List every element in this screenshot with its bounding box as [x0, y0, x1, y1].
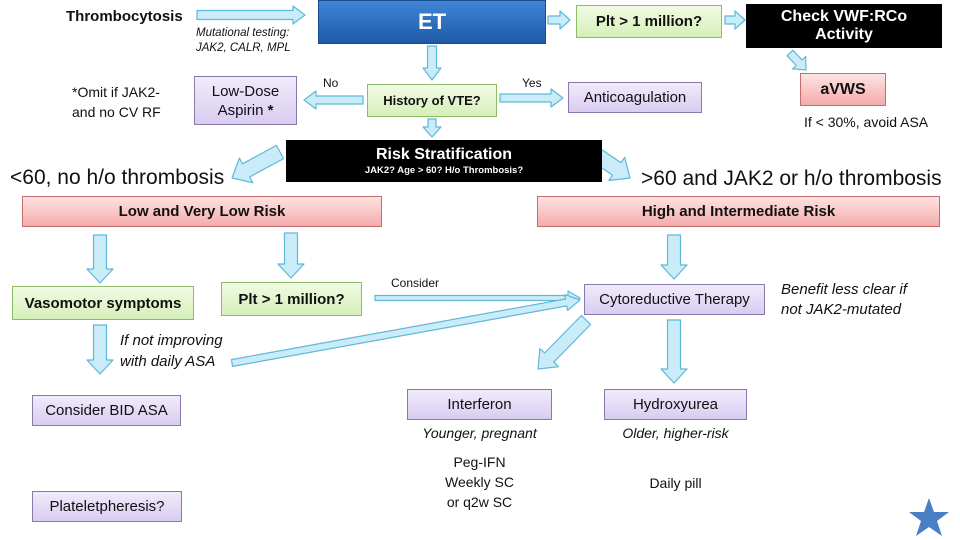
star-icon — [909, 498, 949, 536]
et-box: ET — [318, 0, 546, 44]
interferon-note: Younger, pregnant — [422, 425, 537, 441]
low-risk-box: Low and Very Low Risk — [22, 196, 382, 227]
risk-title: Risk Stratification — [375, 146, 513, 163]
avws-note: If < 30%, avoid ASA — [804, 114, 929, 130]
aspirin-star: * — [267, 101, 274, 119]
arrow-high-to-cytoreductive — [660, 234, 688, 280]
plt-top-box: Plt > 1 million? — [576, 5, 722, 38]
risk-stratification-box: Risk Stratification JAK2? Age > 60? H/o … — [286, 140, 602, 182]
high-risk-box: High and Intermediate Risk — [537, 196, 940, 227]
omit-note: *Omit if JAK2- and no CV RF — [72, 82, 161, 122]
right-criteria: >60 and JAK2 or h/o thrombosis — [641, 167, 942, 190]
omit-line-1: *Omit if JAK2- — [72, 84, 160, 100]
arrow-history-to-anticoag — [499, 88, 564, 108]
vwf-line-2: Activity — [815, 26, 873, 43]
history-vte-box: History of VTE? — [367, 84, 497, 117]
risk-subtitle: JAK2? Age > 60? H/o Thrombosis? — [364, 165, 524, 176]
arrow-low-to-vasomotor — [86, 234, 114, 284]
plateletpheresis-box: Plateletpheresis? — [32, 491, 182, 522]
arrow-history-to-risk — [422, 118, 442, 138]
cytoreductive-box: Cytoreductive Therapy — [584, 284, 765, 315]
arrow-cytoreductive-to-hydroxyurea — [660, 319, 688, 384]
not-improving-line-1: If not improving — [120, 332, 223, 349]
arrow-thrombocytosis-to-et — [196, 5, 306, 25]
arrow-plt-to-vwf — [724, 10, 746, 30]
consider-label: Consider — [391, 276, 440, 290]
hydroxyurea-box: Hydroxyurea — [604, 389, 747, 420]
aspirin-line-1: Low-Dose — [211, 82, 280, 100]
aspirin-line-2-wrap: Aspirin * — [218, 101, 274, 120]
arrow-asa-to-cytoreductive — [230, 294, 581, 367]
star-shape — [909, 498, 949, 536]
peg-line-1: Peg-IFN — [453, 454, 506, 470]
benefit-note: Benefit less clear if not JAK2-mutated — [781, 280, 907, 320]
omit-line-2: and no CV RF — [72, 104, 161, 120]
anticoagulation-box: Anticoagulation — [568, 82, 702, 113]
aspirin-line-2: Aspirin — [217, 101, 264, 119]
arrow-risk-to-left — [231, 144, 285, 184]
vwf-line-1: Check VWF:RCo — [780, 8, 908, 25]
interferon-box: Interferon — [407, 389, 552, 420]
hydroxyurea-note: Older, higher-risk — [622, 425, 729, 441]
vwf-box: Check VWF:RCo Activity — [746, 4, 942, 48]
benefit-line-2: not JAK2-mutated — [781, 301, 902, 318]
left-criteria: <60, no h/o thrombosis — [10, 166, 225, 189]
no-label: No — [323, 76, 339, 90]
aspirin-box: Low-Dose Aspirin * — [194, 76, 297, 125]
arrow-history-to-aspirin — [303, 90, 364, 110]
peg-line-2: Weekly SC — [445, 474, 514, 490]
daily-pill-note: Daily pill — [649, 475, 702, 491]
not-improving-note: If not improving with daily ASA — [120, 330, 223, 372]
avws-box: aVWS — [800, 73, 886, 106]
vasomotor-box: Vasomotor symptoms — [12, 286, 194, 320]
peg-ifn-note: Peg-IFN Weekly SC or q2w SC — [407, 452, 552, 512]
mutational-testing-note: Mutational testing: JAK2, CALR, MPL — [196, 26, 291, 56]
consider-bid-asa-box: Consider BID ASA — [32, 395, 181, 426]
arrow-vwf-to-avws — [786, 49, 807, 71]
not-improving-line-2: with daily ASA — [120, 353, 216, 370]
arrow-low-to-plt — [277, 232, 305, 279]
yes-label: Yes — [522, 76, 542, 90]
arrow-vasomotor-to-bid — [86, 324, 114, 375]
mutational-line-1: Mutational testing: — [196, 27, 290, 39]
mutational-line-2: JAK2, CALR, MPL — [196, 42, 291, 54]
plt-mid-box: Plt > 1 million? — [221, 282, 362, 316]
arrow-cytoreductive-to-interferon — [537, 314, 592, 370]
arrow-et-to-plt — [547, 10, 571, 30]
benefit-line-1: Benefit less clear if — [781, 281, 907, 298]
peg-line-3: or q2w SC — [446, 494, 513, 510]
arrow-et-to-history — [422, 45, 442, 81]
thrombocytosis-label: Thrombocytosis — [66, 8, 183, 25]
